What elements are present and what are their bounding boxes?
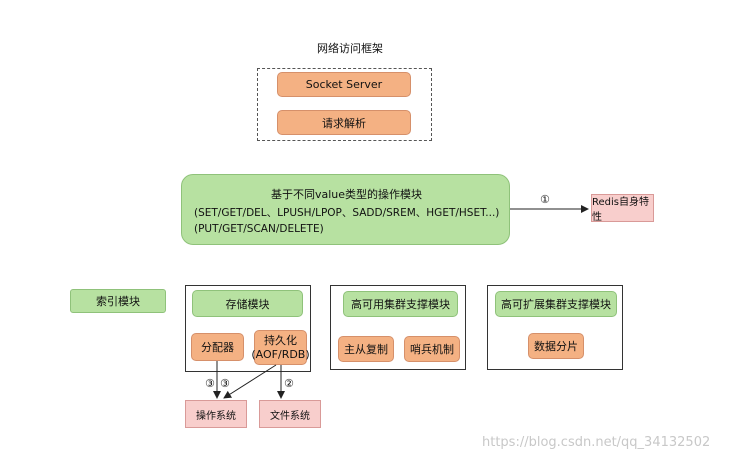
allocator-box: 分配器 (191, 333, 244, 361)
network-title: 网络访问框架 (317, 42, 383, 55)
storage-title-box: 存储模块 (192, 290, 303, 317)
watermark: https://blog.csdn.net/qq_34132502 (482, 435, 711, 450)
fs-box: 文件系统 (259, 400, 321, 428)
sentinel-box: 哨兵机制 (404, 336, 460, 362)
persistence-formats: (AOF/RDB) (251, 347, 310, 361)
persistence-box: 持久化 (AOF/RDB) (251, 330, 310, 365)
arrow-mark-3-left: ③ (205, 377, 215, 390)
index-module-box: 索引模块 (70, 289, 166, 313)
request-parse-box: 请求解析 (277, 110, 411, 135)
ha-cluster-title-box: 高可用集群支撑模块 (343, 291, 458, 317)
persistence-label: 持久化 (264, 333, 297, 347)
sharding-box: 数据分片 (528, 333, 584, 359)
redis-feature-box: Redis自身特性 (591, 194, 654, 223)
ops-module-box: 基于不同value类型的操作模块 (SET/GET/DEL、LPUSH/LPOP… (181, 174, 510, 245)
arrow-mark-3-mid: ③ (220, 377, 230, 390)
arrow-mark-1: ① (540, 193, 550, 206)
ops-module-title: 基于不同value类型的操作模块 (270, 188, 423, 201)
arrow-mark-2: ② (284, 377, 294, 390)
socket-server-box: Socket Server (277, 72, 411, 97)
os-box: 操作系统 (185, 400, 247, 428)
network-frame (257, 68, 432, 141)
ops-module-commands: (SET/GET/DEL、LPUSH/LPOP、SADD/SREM、HGET/H… (194, 207, 500, 219)
ops-module-kv-commands: (PUT/GET/SCAN/DELETE) (194, 223, 324, 235)
replication-box: 主从复制 (338, 336, 394, 362)
scale-cluster-title-box: 高可扩展集群支撑模块 (495, 291, 617, 317)
arrow-persistence-to-os (223, 364, 277, 399)
